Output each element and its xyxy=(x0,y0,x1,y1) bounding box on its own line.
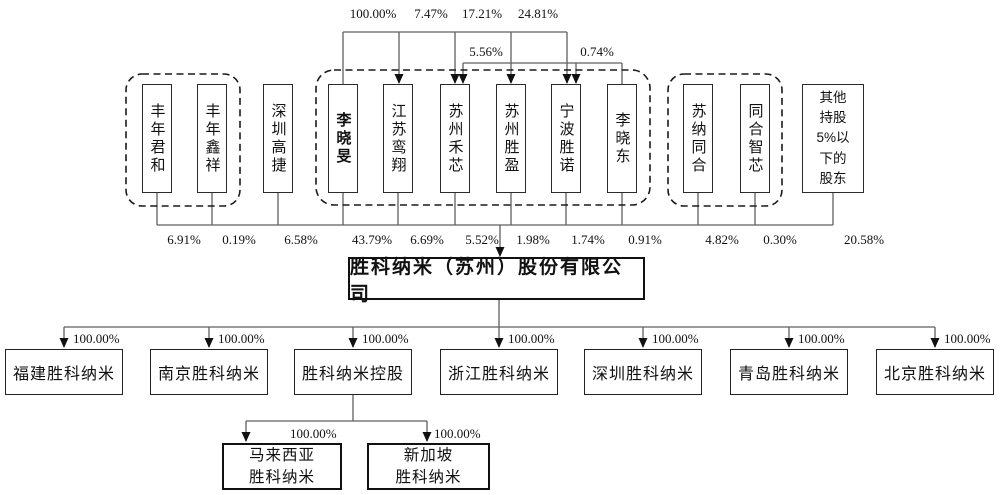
shareholder-name: 李晓东 xyxy=(613,111,631,166)
sub-subsidiary-pct-label: 100.00% xyxy=(290,426,337,441)
shareholder-box: 苏州胜盈 xyxy=(496,84,526,193)
group-fengnian-outline xyxy=(125,73,241,207)
subsidiary-box: 南京胜科纳米 xyxy=(150,349,268,395)
shareholder-box-other-minor: 其他 持股 5%以 下的 股东 xyxy=(802,84,864,193)
sub-subsidiary-box: 马来西亚 胜科纳米 xyxy=(222,443,342,490)
subsidiary-pct-label: 100.00% xyxy=(652,331,699,346)
shareholding-pct-label: 0.19% xyxy=(222,232,256,247)
shareholder-name: 同合智芯 xyxy=(746,102,764,175)
shareholder-box: 深圳高捷 xyxy=(263,84,293,193)
subsidiary-box: 福建胜科纳米 xyxy=(5,349,123,395)
subsidiary-pct-label: 100.00% xyxy=(798,331,845,346)
sub-subsidiary-name: 新加坡 胜科纳米 xyxy=(395,446,462,486)
shareholding-pct-label: 6.91% xyxy=(167,232,201,247)
ownership-pct-label: 17.21% xyxy=(461,6,503,21)
group-tonghe-outline xyxy=(667,73,783,207)
subsidiary-pct-label: 100.00% xyxy=(218,331,265,346)
ownership-pct-label: 100.00% xyxy=(349,6,397,21)
shareholder-name: 江苏鸾翔 xyxy=(389,102,407,175)
shareholding-pct-label: 1.98% xyxy=(516,232,550,247)
shareholder-name: 丰年君和 xyxy=(148,102,166,175)
shareholding-pct-label: 6.69% xyxy=(410,232,444,247)
subsidiary-box: 深圳胜科纳米 xyxy=(584,349,702,395)
shareholder-box: 李晓东 xyxy=(607,84,637,193)
ownership-pct-label: 0.74% xyxy=(580,44,614,59)
shareholder-box-controller: 李晓旻 xyxy=(328,84,358,193)
shareholder-name: 其他 持股 5%以 下的 股东 xyxy=(816,89,850,186)
shareholder-box: 江苏鸾翔 xyxy=(383,84,413,193)
sub-subsidiary-box: 新加坡 胜科纳米 xyxy=(367,443,490,490)
subsidiary-box: 北京胜科纳米 xyxy=(876,349,994,395)
shareholding-pct-label: 5.52% xyxy=(465,232,499,247)
subsidiary-name: 青岛胜科纳米 xyxy=(737,366,840,383)
shareholder-name: 苏州胜盈 xyxy=(502,102,520,175)
subsidiary-name: 南京胜科纳米 xyxy=(157,366,260,383)
subsidiary-name: 浙江胜科纳米 xyxy=(447,366,550,383)
ownership-pct-label: 7.47% xyxy=(414,6,448,21)
ownership-pct-label: 24.81% xyxy=(517,6,559,21)
subsidiary-pct-label: 100.00% xyxy=(362,331,409,346)
subsidiary-box: 青岛胜科纳米 xyxy=(730,349,848,395)
shareholder-box: 宁波胜诺 xyxy=(551,84,581,193)
shareholding-pct-label: 1.74% xyxy=(571,232,605,247)
subsidiary-name: 福建胜科纳米 xyxy=(12,366,115,383)
subsidiary-box: 胜科纳米控股 xyxy=(294,349,412,395)
shareholder-box: 苏纳同合 xyxy=(683,84,713,193)
ownership-pct-label: 5.56% xyxy=(469,44,503,59)
shareholder-box: 苏州禾芯 xyxy=(440,84,470,193)
subsidiary-box: 浙江胜科纳米 xyxy=(440,349,558,395)
shareholding-pct-label: 4.82% xyxy=(705,232,739,247)
company-box: 胜科纳米（苏州）股份有限公司 xyxy=(348,257,645,305)
shareholder-name: 深圳高捷 xyxy=(269,102,287,175)
subsidiary-pct-label: 100.00% xyxy=(508,331,555,346)
subsidiary-pct-label: 100.00% xyxy=(73,331,120,346)
shareholder-name: 丰年鑫祥 xyxy=(203,102,221,175)
group-lixiaomin-concert-outline xyxy=(315,69,651,206)
shareholding-pct-label: 43.79% xyxy=(351,232,393,247)
shareholder-name: 宁波胜诺 xyxy=(557,102,575,175)
shareholding-pct-label: 6.58% xyxy=(284,232,318,247)
sub-subsidiary-pct-label: 100.00% xyxy=(434,426,481,441)
shareholding-pct-label: 0.91% xyxy=(628,232,662,247)
subsidiary-pct-label: 100.00% xyxy=(944,331,991,346)
subsidiary-name: 北京胜科纳米 xyxy=(883,366,986,383)
subsidiary-name: 胜科纳米控股 xyxy=(301,366,404,383)
subsidiary-name: 深圳胜科纳米 xyxy=(591,366,694,383)
sub-subsidiary-name: 马来西亚 胜科纳米 xyxy=(248,446,315,486)
company-name: 胜科纳米（苏州）股份有限公司 xyxy=(350,256,624,305)
shareholder-name: 苏州禾芯 xyxy=(446,102,464,175)
shareholder-box: 丰年君和 xyxy=(142,84,172,193)
shareholding-pct-label: 0.30% xyxy=(763,232,797,247)
shareholding-pct-label: 20.58% xyxy=(843,232,885,247)
shareholder-box: 丰年鑫祥 xyxy=(197,84,227,193)
shareholder-name: 苏纳同合 xyxy=(689,102,707,175)
shareholder-name: 李晓旻 xyxy=(334,111,352,166)
shareholder-box: 同合智芯 xyxy=(740,84,770,193)
